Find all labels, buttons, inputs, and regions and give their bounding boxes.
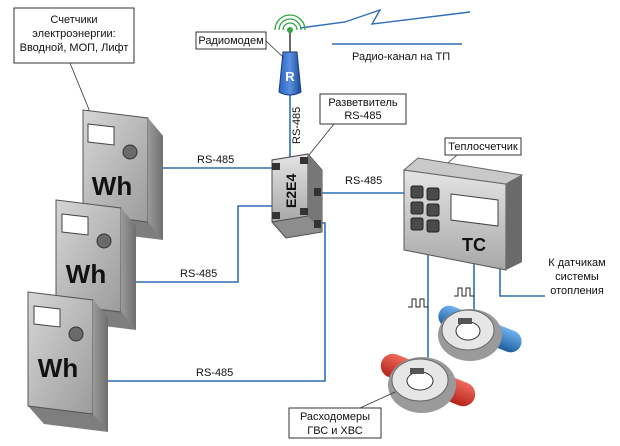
wire-meter3	[108, 222, 326, 382]
sensors-label-3: отопления	[550, 285, 604, 297]
heat-meter-code: TC	[462, 235, 486, 255]
heat-meter-device: TC	[402, 157, 524, 271]
antenna-icon	[274, 14, 306, 31]
wire-sensors	[499, 262, 545, 297]
rs485-meter1-label: RS-485	[197, 154, 234, 166]
rs485-heat-label: RS-485	[345, 175, 382, 187]
splitter-device: E2E4	[271, 153, 323, 239]
electricity-meter-3: Wh	[27, 291, 108, 432]
splitter-code: E2E4	[283, 174, 299, 208]
pulse-signals	[408, 287, 474, 308]
rs485-meter3-label: RS-485	[196, 367, 233, 379]
splitter-label-1: Разветвитель	[328, 97, 398, 109]
rs485-vertical-label: RS-485	[291, 107, 303, 144]
meters-title-1: Счетчики	[50, 14, 97, 26]
flowmeters-label-2: ГВС и ХВС	[307, 425, 362, 437]
heat-meter-label: Теплосчетчик	[448, 141, 518, 153]
meter2-wh: Wh	[66, 259, 106, 289]
radio-wave	[299, 8, 471, 45]
meters-title-3: Вводной, МОП, Лифт	[20, 42, 129, 54]
sensors-label-2: системы	[555, 271, 599, 283]
radiomodem-label: Радиомодем	[198, 35, 263, 47]
flowmeter-red	[380, 353, 476, 413]
wire-meter2	[135, 205, 275, 283]
meter3-wh: Wh	[38, 353, 78, 383]
rs485-meter2-label: RS-485	[180, 268, 217, 280]
flowmeters-label-1: Расходомеры	[300, 411, 370, 423]
radiomodem: R	[274, 14, 306, 96]
radiomodem-letter: R	[285, 69, 295, 84]
electricity-meter-2: Wh	[55, 199, 136, 330]
sensors-label-1: К датчикам	[548, 257, 605, 269]
flowmeter-blue	[438, 305, 522, 361]
heat-meter-buttons	[410, 185, 440, 233]
meter1-wh: Wh	[92, 171, 132, 201]
radiomodem-body	[278, 51, 302, 96]
radio-channel-label: Радио-канал на ТП	[352, 51, 450, 63]
meters-title-2: электроэнергии:	[32, 28, 115, 40]
electricity-meter-1: Wh	[82, 109, 163, 240]
splitter-label-2: RS-485	[344, 110, 381, 122]
